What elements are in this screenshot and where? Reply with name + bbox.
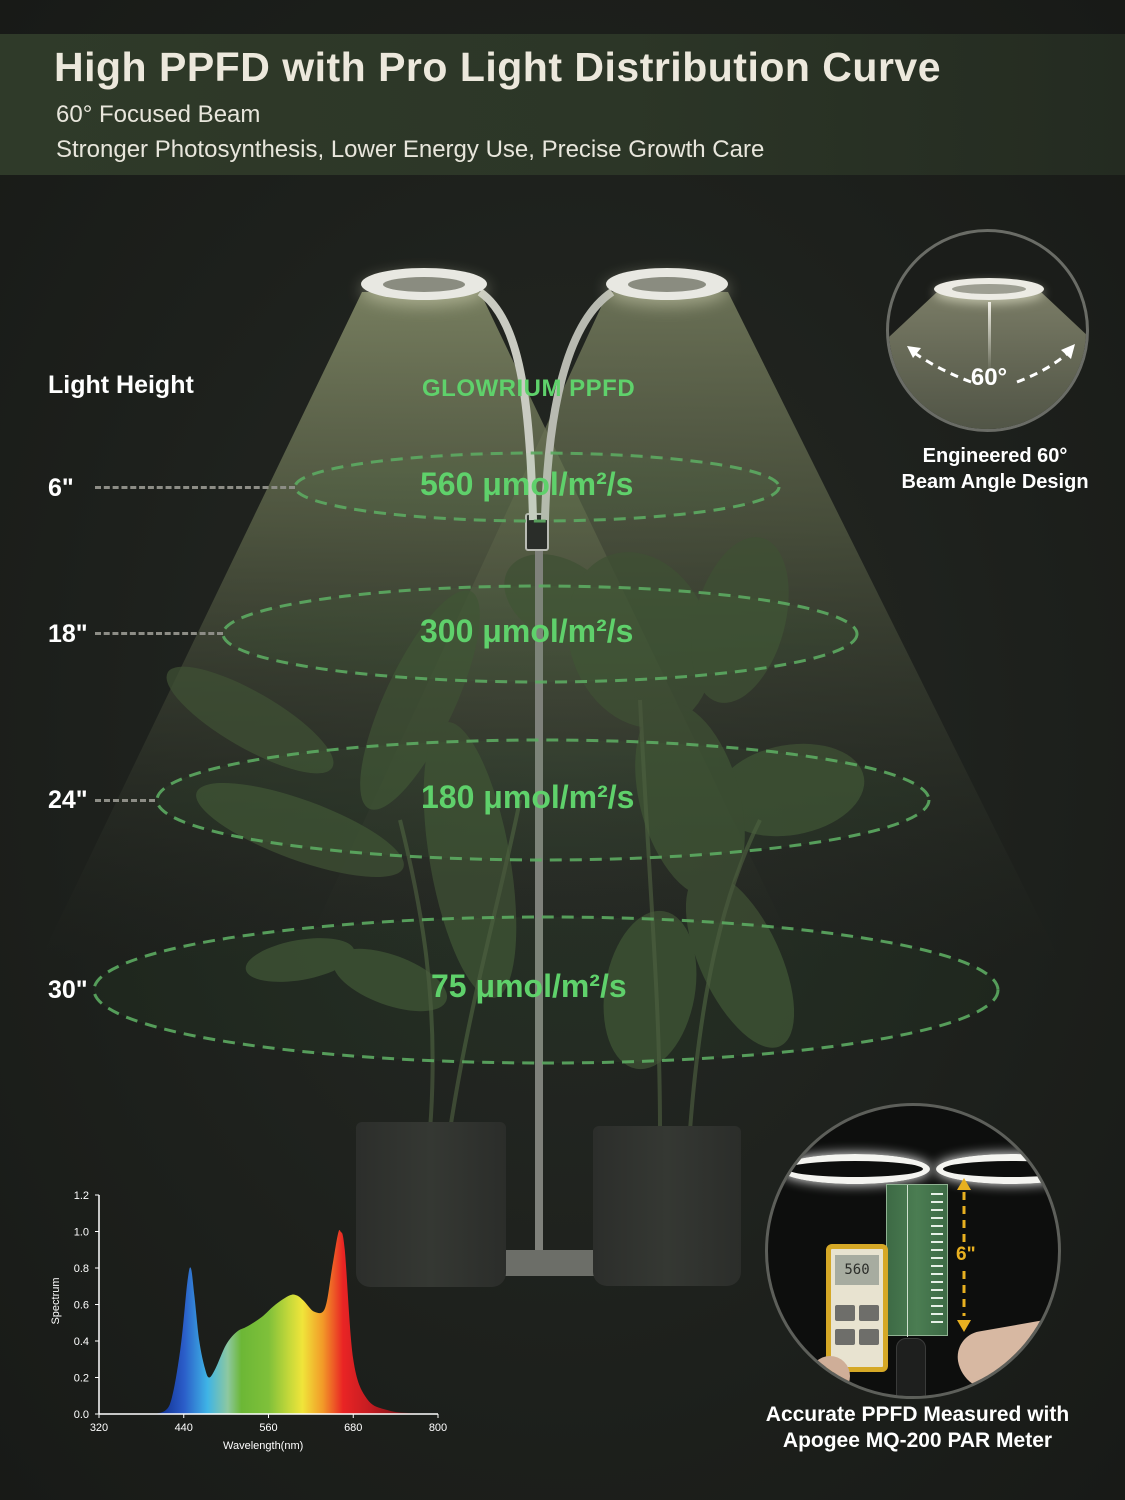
- y-tick-label: 0.0: [74, 1409, 89, 1421]
- beam-angle-glow: [889, 292, 1086, 429]
- leader-line-24in: [95, 799, 155, 802]
- y-tick-label: 0.6: [74, 1300, 89, 1312]
- beam-angle-caption: Engineered 60° Beam Angle Design: [870, 443, 1120, 495]
- height-label-30in: 30": [48, 976, 88, 1004]
- ppfd-heading: GLOWRIUM PPFD: [422, 375, 636, 402]
- par-meter-photo-badge: 560 6": [765, 1103, 1061, 1399]
- hand-left: [810, 1356, 850, 1396]
- height-label-6in: 6": [48, 474, 74, 502]
- ppfd-zone-6in: [293, 451, 781, 523]
- par-meter-caption: Accurate PPFD Measured with Apogee MQ-20…: [720, 1402, 1115, 1454]
- ppfd-zone-30in: [92, 915, 1000, 1065]
- beam-caption-line-2: Beam Angle Design: [901, 471, 1089, 493]
- page-title: High PPFD with Pro Light Distribution Cu…: [54, 44, 942, 90]
- ppfd-zone-18in: [221, 584, 859, 684]
- beam-angle-badge: 60°: [886, 229, 1089, 432]
- ring-light-left-glow: [780, 1154, 930, 1184]
- par-meter-device: 560: [826, 1244, 888, 1372]
- beam-center-line: [988, 302, 991, 372]
- lamp-pole: [535, 540, 543, 1270]
- x-axis-label: Wavelength(nm): [223, 1440, 304, 1452]
- y-tick-label: 0.4: [74, 1336, 89, 1348]
- beam-angle-arrows-icon: [907, 344, 1075, 384]
- y-axis-label: Spectrum: [50, 1277, 62, 1325]
- y-tick-label: 1.2: [74, 1190, 89, 1202]
- ring-lamp-right: [606, 268, 728, 300]
- header-banner: High PPFD with Pro Light Distribution Cu…: [0, 34, 1125, 175]
- lamp-gooseneck-arms: [477, 288, 615, 521]
- x-axis-ticks: 320 440 560 680 800: [90, 1414, 447, 1434]
- ppfd-zone-24in: [155, 738, 931, 862]
- y-axis-ticks: 0.0 0.2 0.4 0.6 0.8 1.0 1.2: [74, 1190, 99, 1421]
- beam-angle-lamp-icon: [934, 278, 1044, 300]
- y-tick-label: 0.8: [74, 1263, 89, 1275]
- subtitle-benefits: Stronger Photosynthesis, Lower Energy Us…: [56, 136, 765, 163]
- meter-caption-line-1: Accurate PPFD Measured with: [765, 1403, 1070, 1426]
- y-tick-label: 0.2: [74, 1373, 89, 1385]
- beam-angle-value: 60°: [970, 364, 1008, 391]
- leader-line-6in: [95, 486, 295, 489]
- ppfd-value-6in: 560 μmol/m²/s: [420, 466, 634, 502]
- par-sensor: [896, 1338, 926, 1396]
- spectrum-chart: 0.0 0.2 0.4 0.6 0.8 1.0 1.2 320 440 560 680 800 Sp…: [40, 1180, 460, 1460]
- leader-line-18in: [95, 632, 223, 635]
- subtitle-beam: 60° Focused Beam: [56, 101, 261, 128]
- ring-lamp-left: [361, 268, 487, 300]
- ring-light-right-glow: [936, 1154, 1058, 1184]
- x-tick-label: 560: [259, 1422, 277, 1434]
- x-tick-label: 680: [344, 1422, 362, 1434]
- x-tick-label: 800: [429, 1422, 447, 1434]
- measuring-ruler: [886, 1184, 948, 1337]
- y-tick-label: 1.0: [74, 1227, 89, 1239]
- ppfd-value-24in: 180 μmol/m²/s: [421, 779, 635, 815]
- ppfd-value-18in: 300 μmol/m²/s: [420, 613, 634, 649]
- distance-label: 6": [956, 1244, 976, 1265]
- par-meter-screen: 560: [835, 1255, 879, 1285]
- x-tick-label: 440: [175, 1422, 193, 1434]
- ppfd-value-30in: 75 μmol/m²/s: [431, 968, 627, 1004]
- plant-pot-right: [593, 1126, 741, 1286]
- height-label-24in: 24": [48, 786, 88, 814]
- plant-pot-left: [356, 1122, 506, 1287]
- distance-arrow-icon: [957, 1178, 971, 1332]
- height-label-18in: 18": [48, 620, 88, 648]
- x-tick-label: 320: [90, 1422, 108, 1434]
- meter-caption-line-2: Apogee MQ-200 PAR Meter: [782, 1429, 1053, 1452]
- beam-caption-line-1: Engineered 60°: [922, 445, 1068, 467]
- lamp-base: [503, 1250, 599, 1276]
- light-height-heading: Light Height: [48, 371, 194, 399]
- spectrum-chart-plot: 0.0 0.2 0.4 0.6 0.8 1.0 1.2 320 440 560 680 800: [74, 1190, 447, 1434]
